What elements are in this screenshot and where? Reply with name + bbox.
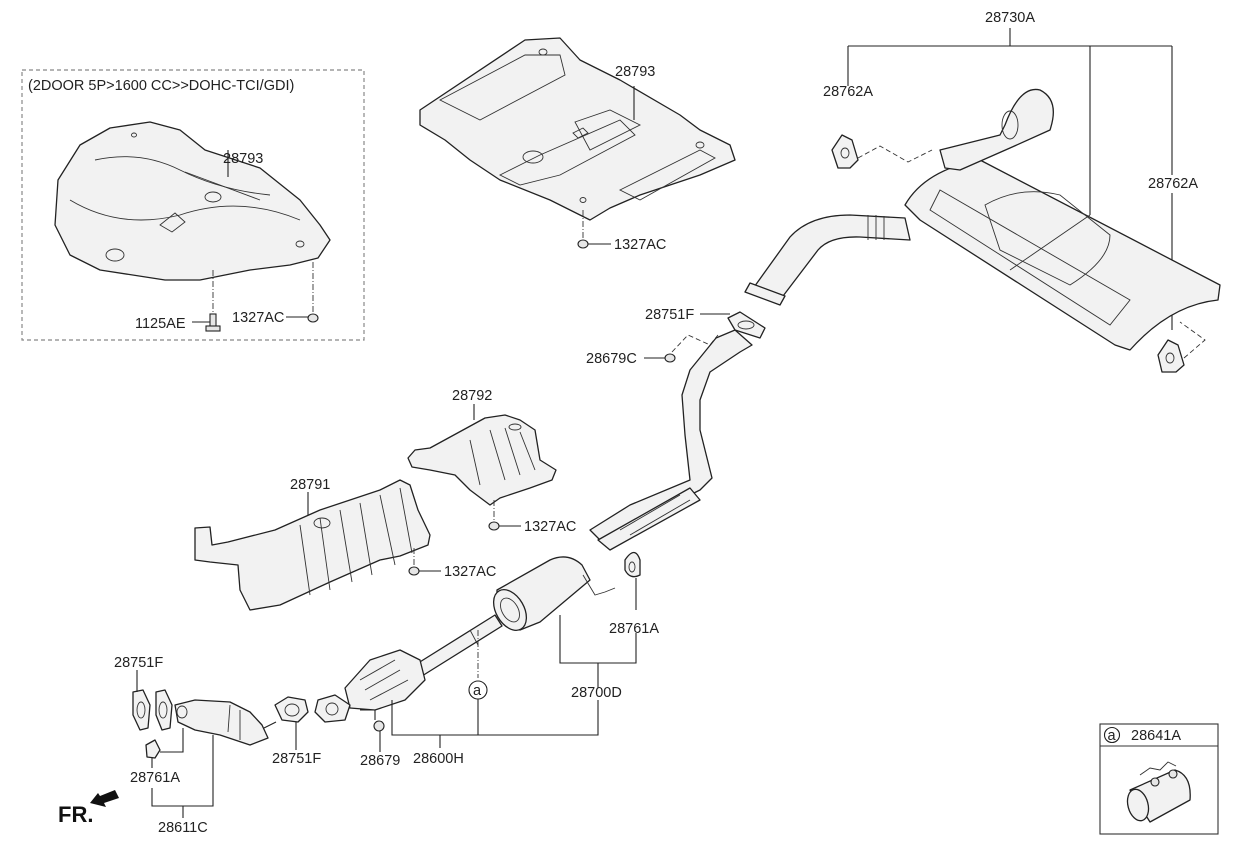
label-1327AC-variant: 1327AC [232,310,284,326]
rear-muffler-inlet-pipe [751,214,911,301]
front-label: FR. [58,802,93,827]
label-28700D: 28700D [571,685,622,701]
label-28679: 28679 [360,753,400,769]
inset-callout-circle [1103,726,1121,744]
inlet-flange [744,282,786,306]
nut-1327AC-upper[interactable] [577,239,589,249]
inset-callout-label: a [1108,728,1117,744]
heat-protector-28793-group: 28793 1327AC [419,37,736,253]
label-28762A-left: 28762A [823,84,873,100]
cat-converter-group: 28751F 28761A 28611C [114,655,277,836]
nut-28679[interactable] [373,720,385,732]
label-1125AE: 1125AE [135,316,186,332]
label-28793-upper: 28793 [615,64,655,80]
middle-pipe-shield [597,487,701,551]
front-pipe-group: a 28600H 28679 [314,614,599,769]
label-28761A-front: 28761A [130,770,180,786]
label-28762A-right: 28762A [1148,176,1198,192]
label-1327AC-center: 1327AC [524,519,576,535]
label-28792: 28792 [452,388,492,404]
variant-caption: (2DOOR 5P>1600 CC>>DOHC-TCI/GDI) [28,78,294,94]
hanger-28762A-left[interactable] [831,134,859,169]
hanger-28761A-center[interactable] [624,551,641,578]
rear-gasket-group: 28751F 28679C [586,307,766,367]
gasket-28751F-front-pipe[interactable] [274,696,309,723]
hanger-28762A-right[interactable] [1157,339,1185,373]
front-catalytic-converter[interactable] [344,649,426,711]
label-28730A: 28730A [985,10,1035,26]
label-28600H: 28600H [413,751,464,767]
label-28679C: 28679C [586,351,637,367]
heat-protector-28793-variant[interactable] [54,121,331,281]
front-indicator: FR. [58,790,119,827]
bolt-1125AE[interactable] [205,313,221,332]
heat-protector-28791-group: 28791 1327AC [194,477,496,611]
label-1327AC-front: 1327AC [444,564,496,580]
nut-1327AC-variant[interactable] [307,313,319,323]
heat-protector-28793[interactable] [419,37,736,221]
heat-protector-28792[interactable] [407,414,557,506]
gasket-28751F-manifold[interactable] [132,689,151,731]
nut-1327AC-front[interactable] [408,566,420,576]
gasket-28751F-rear[interactable] [727,311,766,339]
front-pipe-tube [414,614,503,677]
label-28761A-center: 28761A [609,621,659,637]
tailpipe [939,88,1054,171]
label-1327AC-upper: 1327AC [614,237,666,253]
front-arrow-icon [90,790,119,807]
hanger-28761A-front[interactable] [145,739,161,759]
nut-28679C[interactable] [664,353,676,363]
front-pipe-flange [314,694,351,723]
clamp-inset: a 28641A [1099,723,1219,835]
label-28751F-rear: 28751F [645,307,694,323]
variant-box: (2DOOR 5P>1600 CC>>DOHC-TCI/GDI) 28793 1… [21,69,365,341]
label-28751F-front-pipe: 28751F [272,751,321,767]
label-28791: 28791 [290,477,330,493]
gasket-front-pipe-group: 28751F [272,696,321,767]
heat-protector-28791[interactable] [194,479,431,611]
cat-converter-flange [155,689,173,731]
clamp-28641A[interactable] [1124,761,1191,823]
nut-1327AC-center[interactable] [488,521,500,531]
label-28611C: 28611C [158,820,208,836]
heat-protector-28792-group: 28792 1327AC [407,388,576,535]
label-28793-variant: 28793 [223,151,263,167]
callout-a-label: a [473,683,482,699]
rear-muffler-group: 28730A 28762A 28762A [744,10,1221,373]
variant-box-border [21,69,365,341]
inset-part-number: 28641A [1131,728,1181,744]
catalytic-converter-28611C[interactable] [174,699,269,746]
rear-muffler-28730A[interactable] [904,159,1221,351]
label-28751F-manifold: 28751F [114,655,163,671]
center-muffler-group: 28761A 28700D [492,551,659,701]
